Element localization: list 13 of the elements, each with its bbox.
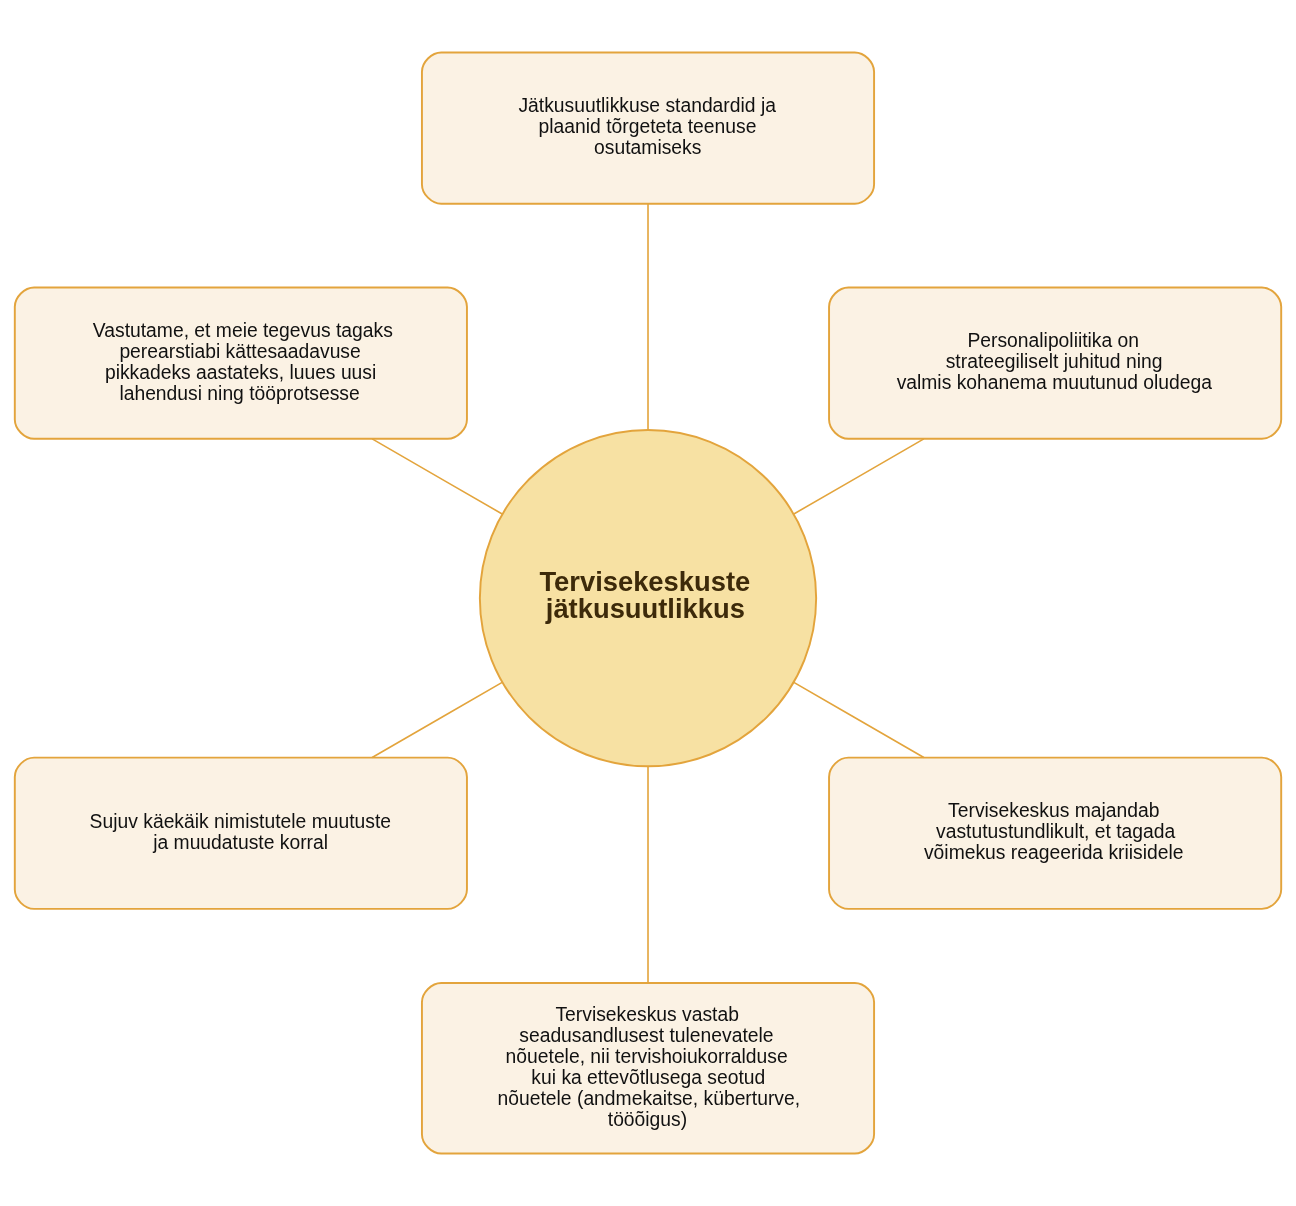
node-box: Personalipoliitika on strateegiliselt juhitud ning valmis kohanema muutunud oludega	[828, 286, 1283, 440]
connector	[793, 681, 925, 759]
node-box: Tervisekeskus vastab seadusandlusest tulenevatele nõuetele, nii tervishoiukorralduse kui ka ettevõtlusega seotud nõuetele (andmekaitse, küberturve, tööõigus)	[420, 982, 876, 1155]
connector	[647, 765, 649, 984]
connector	[371, 681, 503, 759]
node-box: Vastutame, et meie tegevus tagaks perearstiabi kättesaadavuse pikkadeks aastateks, luues uusi lahendusi ning tööprotsesse	[13, 286, 468, 440]
node-box: Tervisekeskus majandab vastutustundlikult, et tagada võimekus reageerida kriisidele	[828, 756, 1283, 910]
connector	[647, 203, 649, 431]
connector	[793, 438, 925, 515]
connector	[371, 438, 503, 515]
node-box: Jätkusuutlikkuse standardid ja plaanid tõrgeteta teenuse osutamiseks	[420, 51, 876, 205]
node-box: Sujuv käekäik nimistutele muutuste ja muudatuste korral	[13, 756, 468, 910]
node-circle: Tervisekeskuste jätkusuutlikkus	[478, 429, 818, 768]
